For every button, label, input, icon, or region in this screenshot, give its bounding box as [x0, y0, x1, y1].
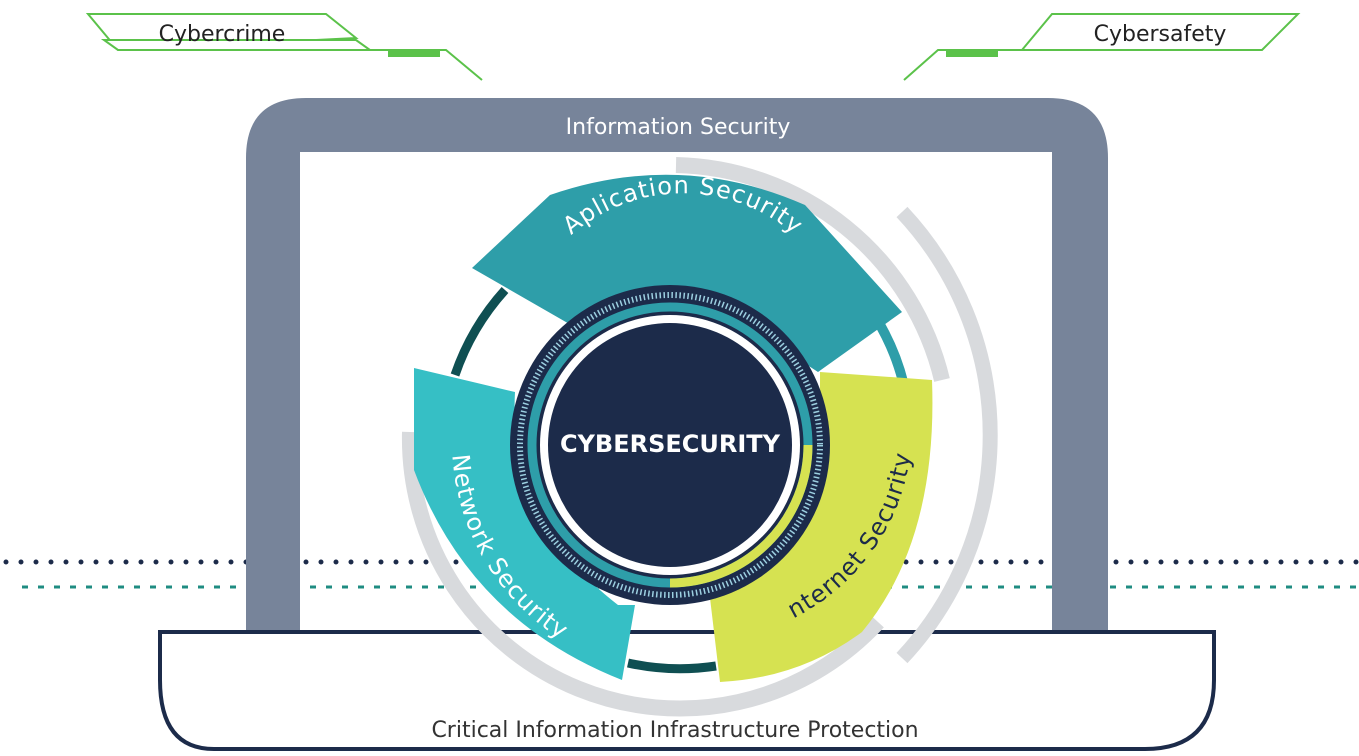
segment-internet-security — [710, 372, 933, 682]
tag-cybersafety-leader — [903, 49, 1022, 81]
segment-network-security — [414, 368, 635, 680]
tag-cybersafety-outline — [1019, 13, 1301, 51]
tag-cybercrime-accent — [388, 49, 440, 57]
frame-top-label: Information Security — [566, 115, 791, 140]
ring-dark-upper-left — [450, 286, 509, 377]
tag-cybercrime-label: Cybercrime — [159, 22, 286, 47]
gray-arc-bottom — [401, 431, 884, 717]
gray-arc-right — [896, 206, 998, 664]
tag-cybersafety-label: Cybersafety — [1094, 22, 1227, 47]
core-label: CYBERSECURITY — [560, 430, 781, 458]
tag-cybercrime: Cybercrime — [85, 13, 483, 81]
gray-arc-top-right — [675, 157, 950, 382]
tag-cybercrime-leader — [356, 49, 483, 81]
core-inner-yellow-ring — [669, 444, 813, 588]
core-tick-ring — [517, 292, 823, 598]
tag-cybersafety-accent — [946, 49, 998, 57]
infrastructure-base — [158, 630, 1216, 751]
tag-cybersafety: Cybersafety — [903, 13, 1301, 81]
base-label: Critical Information Infrastructure Prot… — [431, 718, 918, 743]
core-circle — [548, 323, 792, 567]
ring-dark-bottom — [627, 658, 717, 674]
